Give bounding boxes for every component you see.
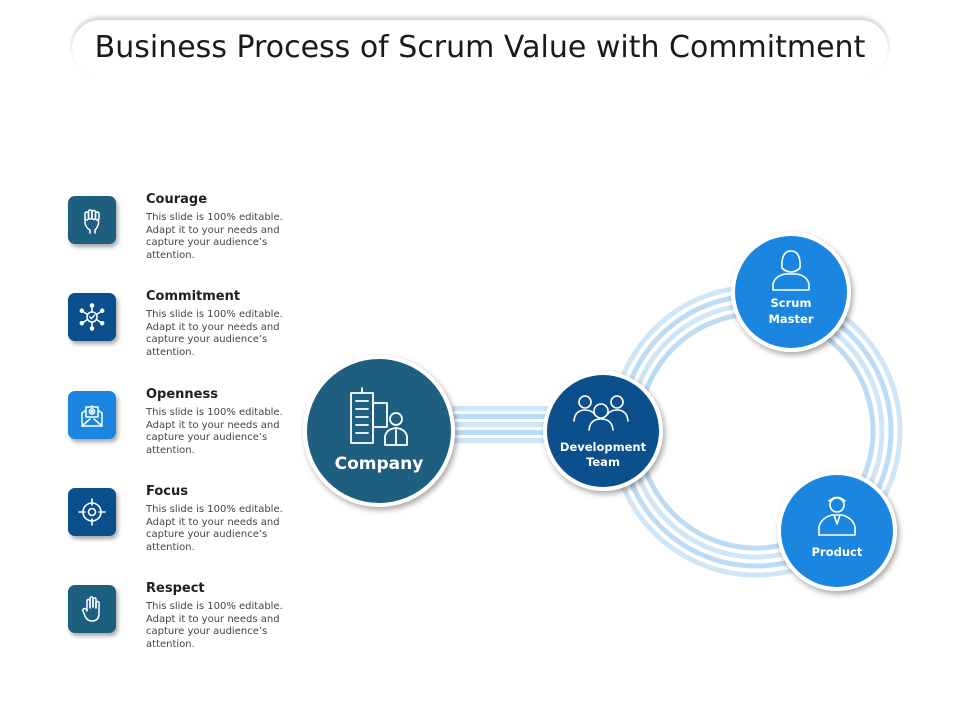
- product-label: Product: [811, 545, 863, 559]
- connector-lines: [452, 406, 552, 443]
- value-description: This slide is 100% editable. Adapt it to…: [146, 309, 283, 358]
- title-banner: [72, 20, 888, 76]
- value-item-courage: Courage This slide is 100% editable. Ada…: [68, 192, 308, 272]
- value-item-commitment: Commitment This slide is 100% editable. …: [68, 289, 308, 369]
- development-team-node: [543, 371, 663, 491]
- page-title: Business Process of Scrum Value with Com…: [94, 30, 866, 65]
- value-title: Focus: [146, 484, 188, 499]
- value-description: This slide is 100% editable. Adapt it to…: [146, 504, 283, 553]
- value-item-respect: Respect This slide is 100% editable. Ada…: [68, 581, 308, 661]
- scrum-master-label-line2: Master: [768, 312, 814, 326]
- value-item-focus: Focus This slide is 100% editable. Adapt…: [68, 484, 308, 564]
- raised-hand-icon: [68, 585, 116, 633]
- development-team-label: Development Team: [547, 440, 659, 470]
- network-check-icon: [68, 293, 116, 341]
- scrum-master-label-line1: Scrum: [770, 296, 812, 310]
- team-group-icon: [573, 395, 629, 431]
- company-node: [303, 355, 455, 507]
- development-team-label-line2: Team: [586, 455, 620, 469]
- office-building-person-icon: [350, 387, 408, 446]
- value-description: This slide is 100% editable. Adapt it to…: [146, 407, 283, 456]
- development-team-label-line1: Development: [559, 440, 647, 454]
- raised-fist-icon: [68, 196, 116, 244]
- value-description: This slide is 100% editable. Adapt it to…: [146, 601, 283, 650]
- open-envelope-icon: [68, 391, 116, 439]
- company-label: Company: [334, 454, 424, 474]
- businessman-icon: [818, 496, 856, 536]
- value-title: Openness: [146, 387, 218, 402]
- value-title: Respect: [146, 581, 205, 596]
- target-icon: [68, 488, 116, 536]
- value-title: Commitment: [146, 289, 241, 304]
- value-description: This slide is 100% editable. Adapt it to…: [146, 212, 283, 261]
- scrum-master-node: [731, 232, 851, 352]
- scrum-master-label: Scrum Master: [735, 295, 847, 327]
- value-item-openness: Openness This slide is 100% editable. Ad…: [68, 387, 308, 467]
- female-user-icon: [772, 250, 810, 291]
- value-title: Courage: [146, 192, 208, 207]
- product-node: [777, 471, 897, 591]
